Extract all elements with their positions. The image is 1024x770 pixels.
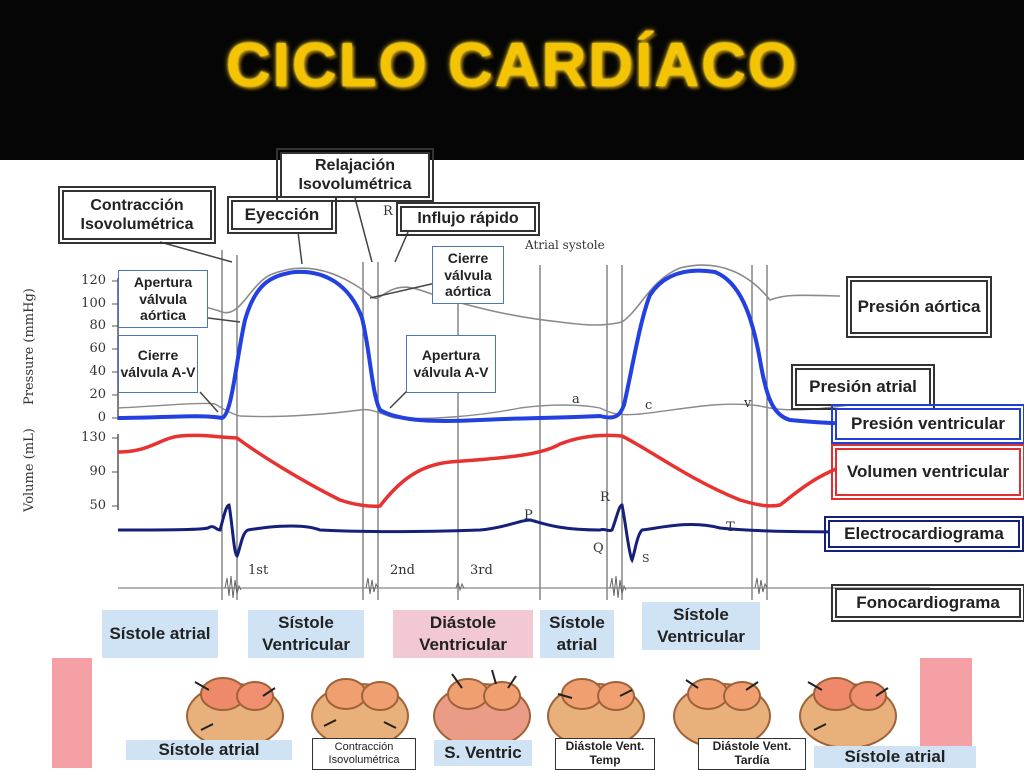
valve-label-apertura-aortica: Apertura válvula aórtica xyxy=(118,270,208,328)
valve-label-cierre-av: Cierre válvula A-V xyxy=(118,335,198,393)
pressure-tick: 80 xyxy=(89,318,106,333)
header-bar: CICLO CARDÍACO xyxy=(0,0,1024,160)
pressure-tick: 0 xyxy=(97,410,106,425)
wave-label-v1: v xyxy=(744,396,752,411)
sound-label-1st: 1st xyxy=(248,563,269,578)
wave-label-t: T xyxy=(726,520,735,535)
phase-sistole-atrial-1: Sístole atrial xyxy=(102,610,218,658)
heart-sound-s1-a xyxy=(224,575,242,599)
legend-presion-atrial: Presión atrial xyxy=(791,364,935,410)
atrial-pressure-curve xyxy=(117,397,931,420)
valve-label-apertura-av: Apertura válvula A-V xyxy=(406,335,496,393)
valve-label-cierre-aortica: Cierre válvula aórtica xyxy=(432,246,504,304)
ventricular-pressure-curve xyxy=(117,268,901,426)
volume-tick: 50 xyxy=(89,498,106,513)
volume-tick: 130 xyxy=(81,430,106,445)
heart-label-2: Contracción Isovolumétrica xyxy=(312,738,416,770)
sound-label-2nd: 2nd xyxy=(390,563,415,578)
heart-sound-s2-a xyxy=(365,577,379,595)
atrial-systole-label: Atrial systole xyxy=(525,238,605,252)
phase-sistole-ventricular-2: Sístole Ventricular xyxy=(642,602,760,650)
pressure-ticks-marks xyxy=(112,280,118,507)
phase-label-influjo: Influjo rápido xyxy=(396,202,540,236)
phase-label-contraccion: Contracción Isovolumétrica xyxy=(58,186,216,244)
heart-illustrations xyxy=(186,669,897,749)
legend-volumen-ventricular: Volumen ventricular xyxy=(831,444,1024,500)
pressure-tick: 20 xyxy=(89,387,106,402)
heart-illustration-4 xyxy=(547,678,645,749)
ecg-curve xyxy=(117,503,931,564)
heart-sound-s2-b xyxy=(754,577,768,595)
heart-illustration-3 xyxy=(433,669,531,749)
wave-label-p: P xyxy=(524,508,533,523)
phase-diastole-ventricular: Diástole Ventricular xyxy=(393,610,533,658)
wave-label-q: Q xyxy=(593,541,604,556)
pressure-tick: 100 xyxy=(81,296,106,311)
wave-label-r1: R xyxy=(383,204,393,219)
heart-sound-s1-b xyxy=(609,575,627,599)
sound-label-3rd: 3rd xyxy=(470,563,493,578)
ventricular-volume-curve xyxy=(117,433,931,508)
legend-presion-ventricular: Presión ventricular xyxy=(831,404,1024,444)
legend-fonocardiograma: Fonocardiograma xyxy=(831,584,1024,622)
heart-label-6: Sístole atrial xyxy=(814,746,976,768)
pressure-axis-label: Pressure (mmHg) xyxy=(22,288,37,405)
legend-electrocardiograma: Electrocardiograma xyxy=(824,516,1024,552)
heart-label-4: Diástole Vent. Temp xyxy=(555,738,655,770)
page-title: CICLO CARDÍACO xyxy=(225,31,799,100)
heart-illustration-6 xyxy=(799,677,897,749)
heart-illustration-2 xyxy=(311,678,409,749)
wave-label-c1: c xyxy=(645,398,653,413)
wave-label-s: S xyxy=(642,552,650,565)
phase-sistole-ventricular-1: Sístole Ventricular xyxy=(248,610,364,658)
heart-label-5: Diástole Vent. Tardía xyxy=(698,738,806,770)
wave-label-a1: a xyxy=(572,392,580,407)
heart-strip-side-left xyxy=(52,658,92,768)
heart-label-3: S. Ventric xyxy=(434,740,532,766)
heart-sound-s3-a xyxy=(455,580,465,592)
legend-presion-aortica: Presión aórtica xyxy=(846,276,992,338)
phase-label-relajacion: Relajación Isovolumétrica xyxy=(276,148,434,202)
heart-illustration-1 xyxy=(186,677,284,749)
pressure-tick: 120 xyxy=(81,273,106,288)
pressure-tick: 40 xyxy=(89,364,106,379)
wave-label-r2: R xyxy=(600,490,610,505)
phase-sistole-atrial-2: Sístole atrial xyxy=(540,610,614,658)
volume-tick: 90 xyxy=(89,464,106,479)
phase-label-eyeccion: Eyección xyxy=(227,196,337,234)
heart-label-1: Sístole atrial xyxy=(126,740,292,760)
volume-axis-label: Volume (mL) xyxy=(22,428,37,512)
leader-lines xyxy=(159,197,441,413)
pressure-tick: 60 xyxy=(89,341,106,356)
